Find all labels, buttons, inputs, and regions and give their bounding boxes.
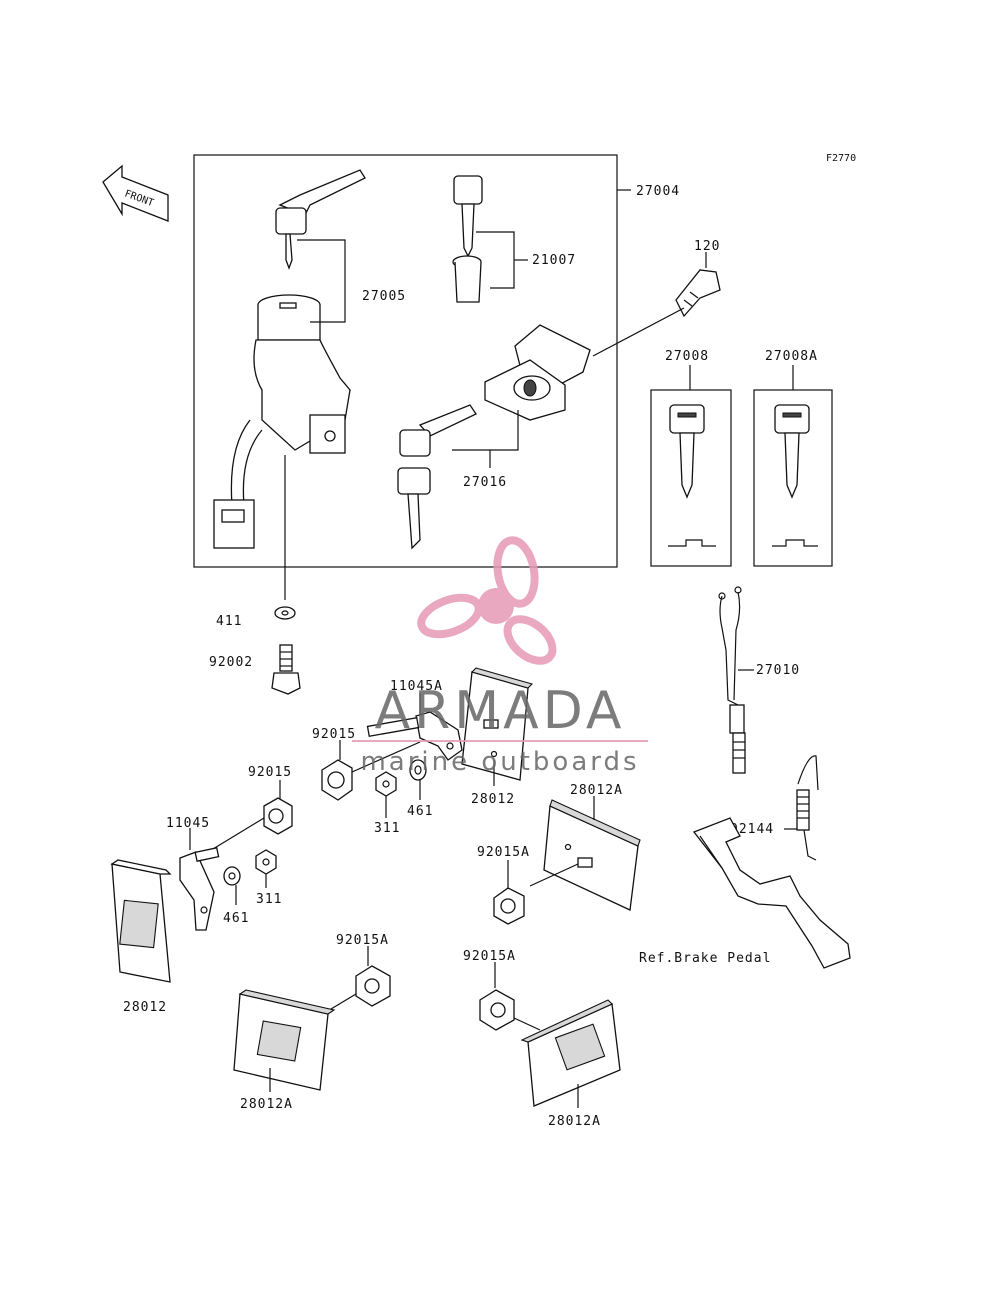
spare-key-icon xyxy=(453,175,483,258)
label-27008a: 27008A xyxy=(765,349,818,364)
label-27005: 27005 xyxy=(362,289,406,304)
label-92015a-a: 92015A xyxy=(477,845,530,860)
label-92015-b: 92015 xyxy=(248,765,292,780)
washer-411-icon xyxy=(274,606,296,620)
washer-461-left-icon xyxy=(223,866,241,886)
washer-461-mid-icon xyxy=(409,759,427,781)
label-27008: 27008 xyxy=(665,349,709,364)
reflector-28012a-lower-right-icon xyxy=(520,999,621,1107)
label-461-a: 461 xyxy=(407,804,433,819)
label-92015-a: 92015 xyxy=(312,727,356,742)
bracket-11045-icon xyxy=(179,847,220,931)
label-311-a: 311 xyxy=(374,821,400,836)
reflector-28012a-lower-left-icon xyxy=(233,989,336,1091)
brake-switch-27010-icon xyxy=(718,586,746,774)
front-arrow-icon: FRONT xyxy=(102,164,169,222)
seat-lock-icon xyxy=(484,324,591,421)
bolt-92002-icon xyxy=(271,644,301,695)
label-311-b: 311 xyxy=(256,892,282,907)
screw-120-icon xyxy=(675,269,721,318)
key-cylinder-icon xyxy=(452,255,482,303)
nut-92015a-mid-icon xyxy=(493,887,525,925)
key-blank-27008-box xyxy=(650,389,732,567)
nut-311-left-icon xyxy=(255,849,277,875)
label-27004: 27004 xyxy=(636,184,680,199)
label-11045: 11045 xyxy=(166,816,210,831)
watermark-brand: ARMADA xyxy=(375,681,626,741)
label-92144: 92144 xyxy=(730,822,774,837)
armada-logo-watermark: ARMADA marine outboards xyxy=(352,536,648,777)
label-11045a: 11045A xyxy=(390,679,443,694)
label-461-b: 461 xyxy=(223,911,249,926)
label-411: 411 xyxy=(216,614,242,629)
label-120: 120 xyxy=(694,239,720,254)
label-28012a-a: 28012A xyxy=(570,783,623,798)
nut-92015-left-icon xyxy=(263,797,293,835)
nut-92015a-lower-left-icon xyxy=(355,965,391,1007)
reflector-28012-left-icon xyxy=(110,859,172,983)
reflector-28012-top-icon xyxy=(461,667,534,781)
reflector-28012a-upper-icon xyxy=(543,799,641,911)
ignition-switch-icon xyxy=(213,294,351,549)
key-blank-27008a-icon xyxy=(772,404,818,547)
label-28012-a: 28012 xyxy=(471,792,515,807)
seat-lock-key-icon xyxy=(397,404,477,550)
label-92015a-b: 92015A xyxy=(336,933,389,948)
nut-92015a-lower-right-icon xyxy=(479,989,515,1031)
label-92002: 92002 xyxy=(209,655,253,670)
figure-code: F2770 xyxy=(826,153,856,164)
watermark-tagline: marine outboards xyxy=(360,747,639,777)
label-28012-b: 28012 xyxy=(123,1000,167,1015)
propeller-logo-icon xyxy=(417,536,557,665)
key-blank-27008-icon xyxy=(668,404,716,547)
spring-92144-icon xyxy=(796,755,819,861)
nut-311-mid-icon xyxy=(375,771,397,797)
bracket-11045a-icon xyxy=(366,711,463,761)
label-ref-brake-pedal: Ref.Brake Pedal xyxy=(639,951,771,966)
label-21007: 21007 xyxy=(532,253,576,268)
label-28012a-c: 28012A xyxy=(548,1114,601,1129)
label-28012a-b: 28012A xyxy=(240,1097,293,1112)
label-27016: 27016 xyxy=(463,475,507,490)
ignition-key-icon xyxy=(275,169,366,270)
brake-pedal-icon xyxy=(692,817,851,969)
label-92015a-c: 92015A xyxy=(463,949,516,964)
nut-92015-upper-icon xyxy=(321,759,353,801)
ignition-kit-box xyxy=(193,154,618,568)
label-27010: 27010 xyxy=(756,663,800,678)
